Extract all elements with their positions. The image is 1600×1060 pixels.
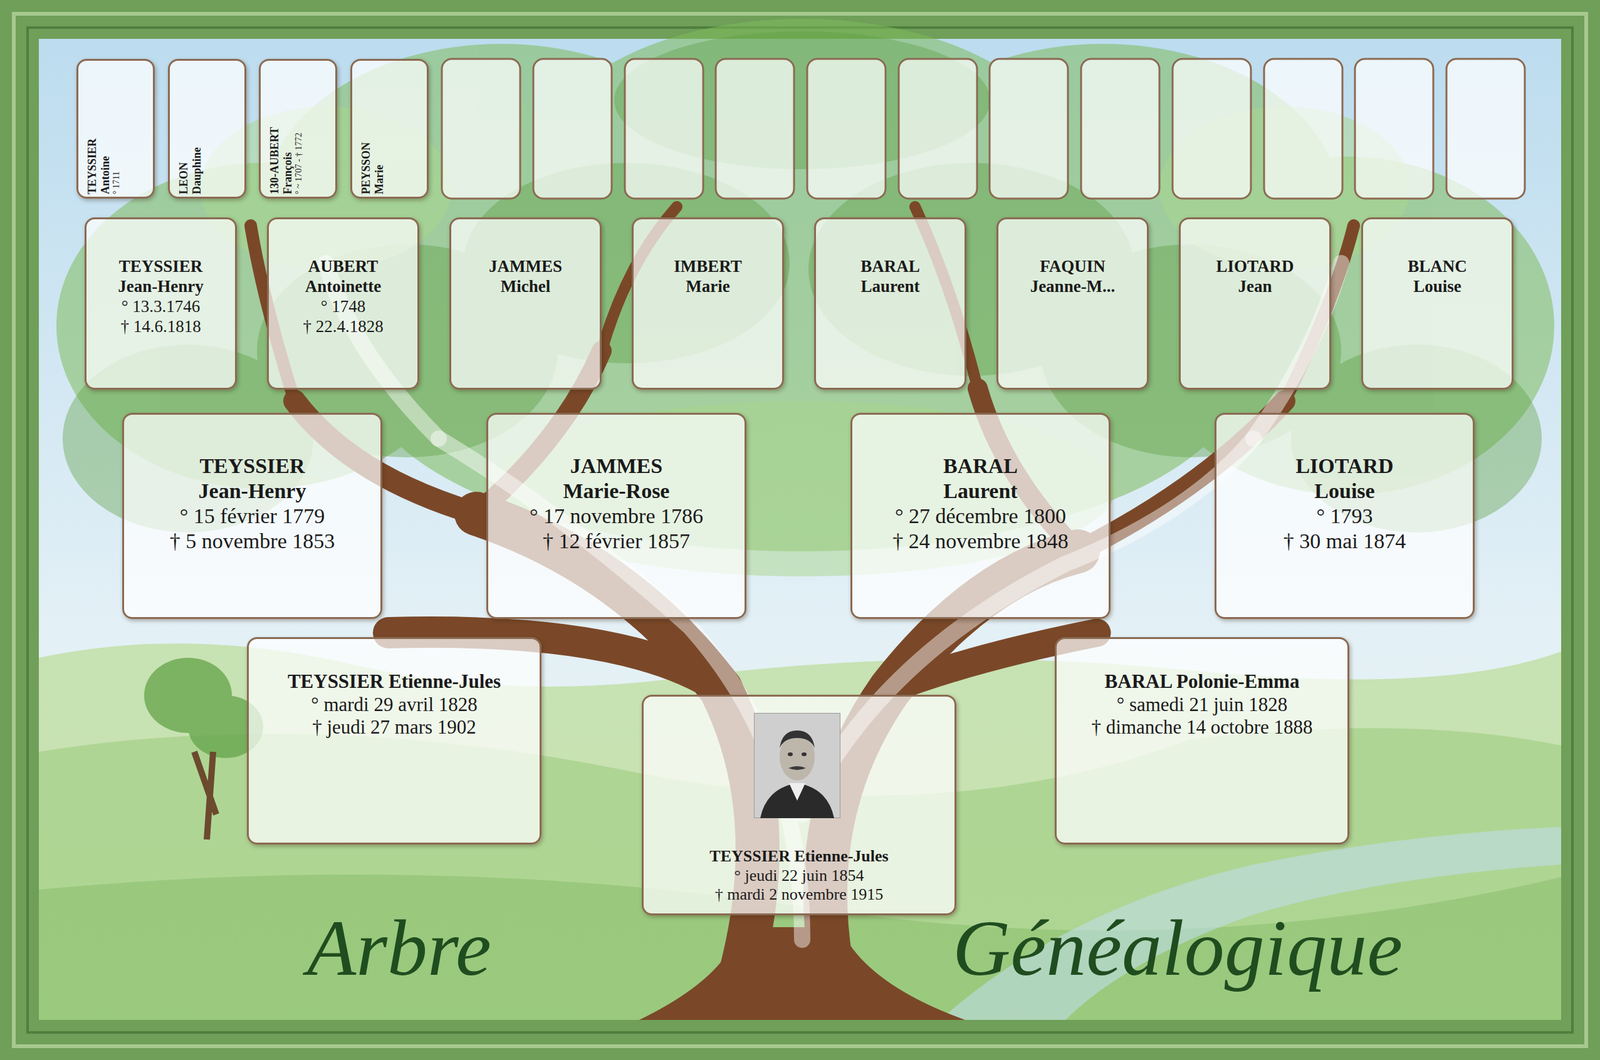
given-name: Marie-Rose bbox=[488, 478, 745, 504]
person-box: TEYSSIERAntoine° 1711 bbox=[76, 58, 155, 199]
person-name: TEYSSIER bbox=[124, 453, 381, 479]
life-dates: ° samedi 21 juin 1828 bbox=[1056, 693, 1348, 717]
person-box: BARALLaurent° 27 décembre 1800† 24 novem… bbox=[850, 413, 1111, 620]
given-name: Laurent bbox=[815, 277, 965, 298]
person-box: LIOTARDLouise° 1793† 30 mai 1874 bbox=[1214, 413, 1475, 620]
person-name: LIOTARD bbox=[1216, 453, 1473, 479]
title-label: Arbre bbox=[307, 902, 492, 995]
person-name: JAMMES bbox=[488, 453, 745, 479]
life-dates: † 14.6.1818 bbox=[86, 317, 236, 338]
given-name: Jean bbox=[1180, 277, 1330, 298]
person-name: BARAL bbox=[815, 256, 965, 278]
life-dates: † jeudi 27 mars 1902 bbox=[248, 716, 540, 740]
given-name: Dauphine bbox=[189, 67, 204, 195]
person-box: BARALLaurent bbox=[814, 217, 967, 390]
life-dates: † 22.4.1828 bbox=[268, 317, 418, 338]
life-dates: ° 27 décembre 1800 bbox=[852, 503, 1109, 529]
person-box: AUBERTAntoinette° 1748† 22.4.1828 bbox=[266, 217, 420, 390]
person-name: FAQUIN bbox=[998, 256, 1147, 278]
given-name: François bbox=[281, 67, 295, 195]
person-name: AUBERT bbox=[268, 256, 418, 278]
given-name: Marie bbox=[372, 67, 387, 195]
life-dates: † 30 mai 1874 bbox=[1216, 528, 1473, 555]
person-box: FAQUINJeanne-M... bbox=[996, 217, 1149, 390]
life-dates: ° ~ 1707 - † 1772 bbox=[294, 67, 305, 195]
person-name: IMBERT bbox=[633, 256, 783, 278]
given-name: Jean-Henry bbox=[124, 478, 381, 504]
person-box: TEYSSIERJean-Henry° 15 février 1779† 5 n… bbox=[122, 413, 383, 620]
life-dates: † 12 février 1857 bbox=[488, 528, 745, 555]
life-dates: ° mardi 29 avril 1828 bbox=[248, 693, 540, 717]
life-dates: ° jeudi 22 juin 1854 bbox=[643, 866, 955, 887]
given-name: Antoinette bbox=[268, 277, 418, 298]
life-dates: † mardi 2 novembre 1915 bbox=[643, 885, 955, 905]
person-name: TEYSSIER bbox=[85, 67, 100, 195]
life-dates: † 5 novembre 1853 bbox=[124, 528, 381, 555]
person-box: JAMMESMichel bbox=[449, 217, 602, 390]
given-name: Jean-Henry bbox=[86, 277, 236, 298]
person-name: BARAL bbox=[852, 453, 1109, 479]
portrait-photo bbox=[753, 713, 841, 819]
person-name: LIOTARD bbox=[1180, 256, 1330, 278]
person-box: PEYSSONMarie bbox=[350, 58, 429, 199]
given-name: Michel bbox=[451, 277, 600, 298]
person-name: TEYSSIER Etienne-Jules bbox=[248, 670, 540, 694]
given-name: Laurent bbox=[852, 478, 1109, 504]
given-name: Marie bbox=[633, 277, 783, 298]
person-box: JAMMESMarie-Rose° 17 novembre 1786† 12 f… bbox=[486, 413, 747, 620]
person-name: 130-AUBERT bbox=[268, 67, 282, 195]
person-box: 130-AUBERTFrançois° ~ 1707 - † 1772 bbox=[258, 58, 338, 199]
person-box: LEONDauphine bbox=[167, 58, 247, 199]
person-name: BARAL Polonie-Emma bbox=[1056, 670, 1348, 694]
person-name: LEON bbox=[177, 67, 191, 195]
life-dates: ° 1711 bbox=[111, 67, 122, 195]
life-dates: ° 17 novembre 1786 bbox=[488, 503, 745, 529]
person-name: PEYSSON bbox=[359, 67, 373, 195]
given-name: Louise bbox=[1363, 277, 1512, 298]
life-dates: ° 1748 bbox=[268, 297, 418, 318]
life-dates: ° 13.3.1746 bbox=[86, 297, 236, 318]
given-name: Louise bbox=[1216, 478, 1473, 504]
person-box: BARAL Polonie-Emma° samedi 21 juin 1828†… bbox=[1054, 637, 1350, 845]
person-box: BLANCLouise bbox=[1361, 217, 1514, 390]
person-box: TEYSSIER Etienne-Jules° mardi 29 avril 1… bbox=[246, 637, 542, 845]
person-box: TEYSSIERJean-Henry° 13.3.1746† 14.6.1818 bbox=[84, 217, 237, 390]
life-dates: † 24 novembre 1848 bbox=[852, 528, 1109, 555]
person-name: BLANC bbox=[1363, 256, 1512, 278]
life-dates: ° 15 février 1779 bbox=[124, 503, 381, 529]
life-dates: † dimanche 14 octobre 1888 bbox=[1056, 716, 1348, 740]
title-label: Généalogique bbox=[952, 902, 1403, 995]
given-name: Jeanne-M... bbox=[998, 277, 1147, 298]
person-name: TEYSSIER Etienne-Jules bbox=[643, 847, 955, 867]
person-name: TEYSSIER bbox=[86, 256, 236, 278]
person-box: IMBERTMarie bbox=[631, 217, 785, 390]
given-name: Antoine bbox=[99, 67, 113, 195]
life-dates: ° 1793 bbox=[1216, 503, 1473, 529]
person-name: JAMMES bbox=[451, 256, 600, 278]
person-box: LIOTARDJean bbox=[1178, 217, 1332, 390]
